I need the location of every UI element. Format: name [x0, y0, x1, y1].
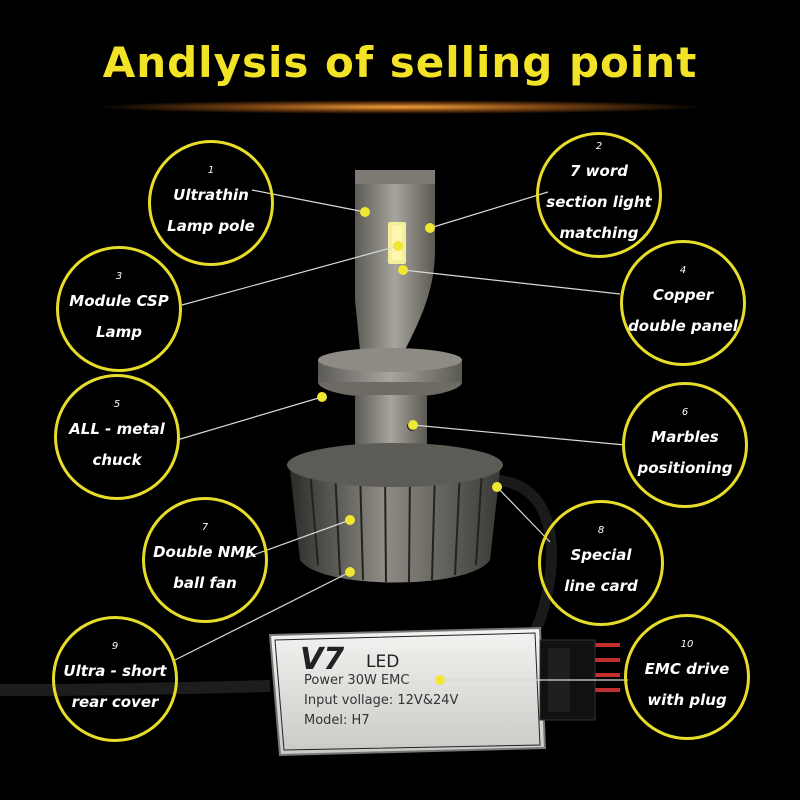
- driver-power: Power 30W EMC: [304, 673, 410, 688]
- driver-led: LED: [366, 652, 400, 672]
- callout-10: 10 EMC drive with plug: [624, 614, 750, 740]
- driver-brand: V7: [300, 642, 345, 677]
- callout-2: 2 7 word section light matching: [536, 132, 662, 258]
- callout-6: 6 Marbles positioning: [622, 382, 748, 508]
- callout-4: 4 Copper double panel: [620, 240, 746, 366]
- driver-model: Model: H7: [304, 713, 370, 728]
- callout-5: 5 ALL - metal chuck: [54, 374, 180, 500]
- driver-input: Input vollage: 12V&24V: [304, 693, 459, 708]
- lamp-pole: [355, 170, 435, 350]
- page-title: Andlysis of selling point: [102, 38, 698, 87]
- callout-3: 3 Module CSP Lamp: [56, 246, 182, 372]
- title-glow: [90, 100, 710, 114]
- callout-8: 8 Special line card: [538, 500, 664, 626]
- callout-9: 9 Ultra - short rear cover: [52, 616, 178, 742]
- callout-1: 1 Ultrathin Lamp pole: [148, 140, 274, 266]
- callout-7: 7 Double NMK ball fan: [142, 497, 268, 623]
